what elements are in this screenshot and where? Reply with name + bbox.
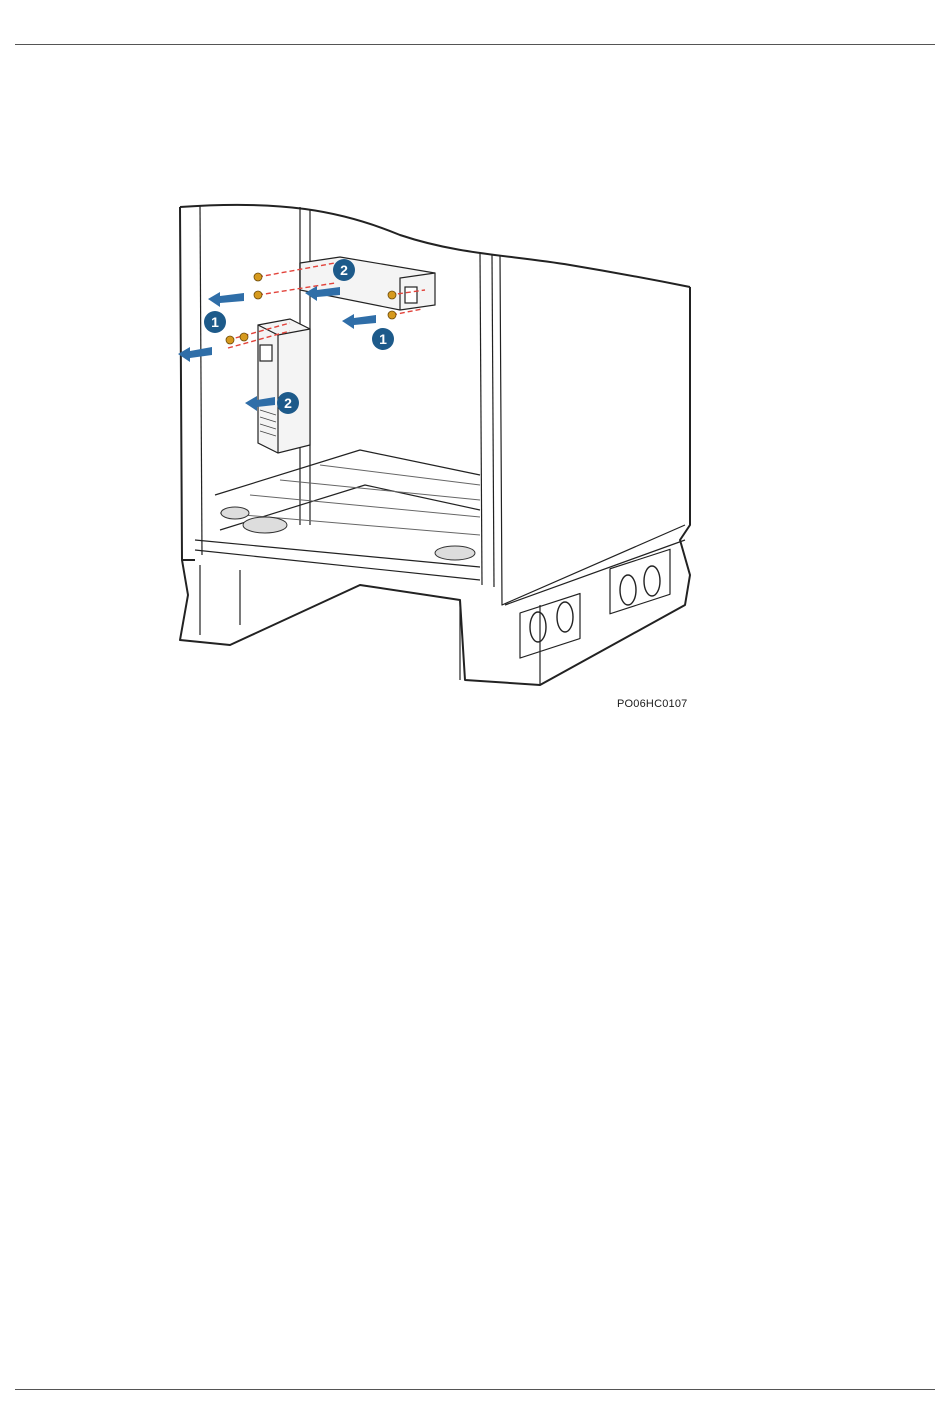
callout-step-1: 1 bbox=[204, 311, 226, 333]
callout-step-1: 1 bbox=[372, 328, 394, 350]
top-power-module bbox=[300, 257, 435, 310]
callout-step-2: 2 bbox=[277, 392, 299, 414]
figure-id: PO06HC0107 bbox=[617, 698, 688, 710]
callout-label: 2 bbox=[284, 395, 292, 411]
arrow-icon bbox=[208, 292, 244, 307]
left-door-panel bbox=[180, 207, 195, 560]
side-power-module bbox=[258, 319, 310, 453]
callout-label: 1 bbox=[379, 331, 387, 347]
callout-label: 2 bbox=[340, 262, 348, 278]
right-side-panel bbox=[500, 255, 685, 605]
footer-rule bbox=[15, 1389, 935, 1390]
header-rule bbox=[15, 44, 935, 45]
callout-label: 1 bbox=[211, 314, 219, 330]
arrow-icon bbox=[342, 314, 376, 329]
left-foot bbox=[180, 287, 690, 685]
arrow-icon bbox=[178, 347, 212, 362]
callout-step-2: 2 bbox=[333, 259, 355, 281]
cabinet-illustration: 1 1 2 2 bbox=[160, 195, 720, 695]
